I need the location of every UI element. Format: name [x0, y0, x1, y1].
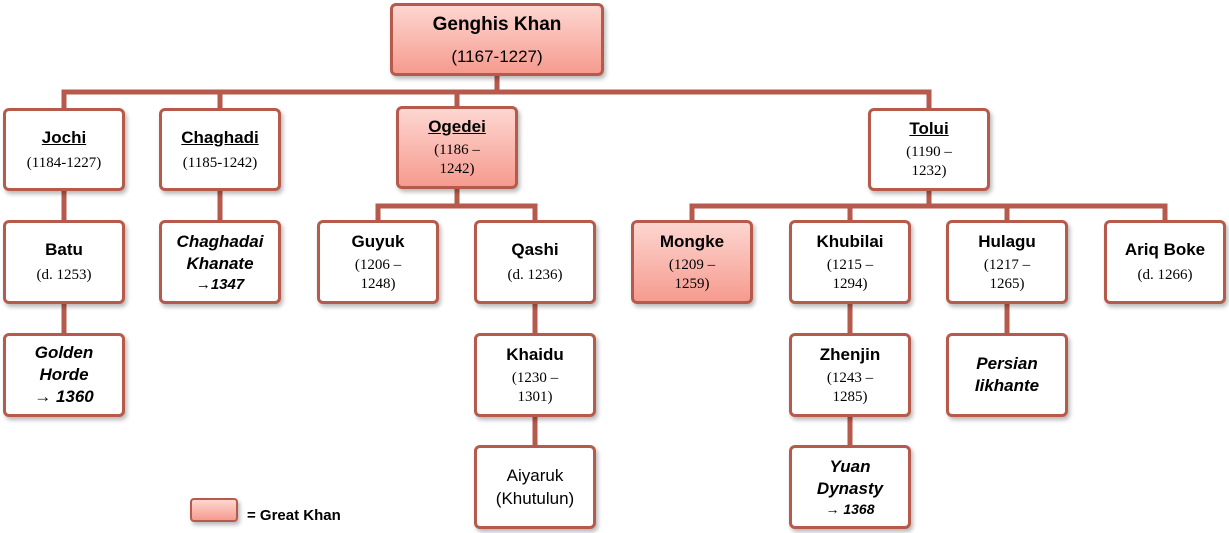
- node-batu: Batu (d. 1253): [3, 220, 125, 304]
- node-name: Jochi: [41, 127, 87, 147]
- node-dates: (1185-1242): [182, 154, 258, 171]
- node-khaidu: Khaidu (1230 – 1301): [474, 333, 596, 417]
- node-name: Hulagu: [978, 231, 1036, 251]
- node-dates: (1167-1227): [451, 47, 543, 66]
- node-dates: (d. 1266): [1137, 267, 1193, 283]
- node-name: Genghis Khan: [432, 14, 562, 35]
- node-dates: (1186 – 1242): [434, 142, 480, 177]
- node-name: Qashi: [511, 240, 559, 259]
- node-genghis-khan: Genghis Khan (1167-1227): [390, 3, 604, 76]
- node-mongke: Mongke (1209 – 1259): [631, 220, 753, 304]
- node-jochi: Jochi (1184-1227): [3, 108, 125, 191]
- node-alias: (Khutulun): [495, 489, 575, 508]
- node-name: Golden Horde: [34, 343, 94, 384]
- node-name: Batu: [45, 240, 83, 259]
- node-zhenjin: Zhenjin (1243 – 1285): [789, 333, 911, 417]
- node-ogedei: Ogedei (1186 – 1242): [396, 106, 518, 189]
- legend-great-khan-swatch: [190, 498, 238, 522]
- node-dates: (d. 1253): [36, 267, 92, 283]
- node-khubilai: Khubilai (1215 – 1294): [789, 220, 911, 304]
- node-end-year: → 1368: [825, 501, 875, 517]
- node-name: Khaidu: [506, 344, 564, 364]
- node-hulagu: Hulagu (1217 – 1265): [946, 220, 1068, 304]
- node-name: Zhenjin: [819, 344, 881, 364]
- node-name: Chaghadi: [181, 127, 259, 147]
- node-tolui: Tolui (1190 – 1232): [868, 108, 990, 191]
- node-name: Mongke: [659, 231, 725, 251]
- node-yuan-dynasty: Yuan Dynasty → 1368: [789, 445, 911, 529]
- node-name: Chaghadai Khanate: [176, 231, 264, 273]
- node-chaghadai-khanate: Chaghadai Khanate →1347: [159, 220, 281, 304]
- node-dates: (1206 – 1248): [354, 256, 402, 292]
- node-name: Tolui: [909, 119, 949, 138]
- node-name: Yuan Dynasty: [816, 457, 884, 498]
- node-dates: (1209 – 1259): [668, 256, 716, 292]
- node-name: Ogedei: [428, 117, 486, 136]
- node-dates: (1190 – 1232): [906, 144, 952, 179]
- node-name: Ariq Boke: [1124, 240, 1206, 259]
- node-dates: (1243 – 1285): [826, 369, 874, 405]
- node-qashi: Qashi (d. 1236): [474, 220, 596, 304]
- node-end-year: → 1360: [34, 387, 94, 406]
- node-name: Guyuk: [351, 231, 405, 251]
- node-dates: (1217 – 1265): [983, 256, 1031, 292]
- node-name: Aiyaruk: [506, 466, 564, 485]
- node-ariq-boke: Ariq Boke (d. 1266): [1104, 220, 1226, 304]
- node-dates: (1184-1227): [26, 154, 102, 171]
- node-dates: (1230 – 1301): [511, 369, 559, 405]
- node-end-year: →1347: [195, 275, 245, 293]
- node-guyuk: Guyuk (1206 – 1248): [317, 220, 439, 304]
- node-chaghadi: Chaghadi (1185-1242): [159, 108, 281, 191]
- node-name: Khubilai: [816, 231, 884, 251]
- legend-great-khan-label: = Great Khan: [247, 507, 341, 524]
- node-name: Persian Iikhante: [974, 354, 1040, 395]
- node-aiyaruk: Aiyaruk (Khutulun): [474, 445, 596, 529]
- node-dates: (d. 1236): [507, 267, 563, 283]
- node-persian-ilkhante: Persian Iikhante: [946, 333, 1068, 417]
- node-golden-horde: Golden Horde → 1360: [3, 333, 125, 417]
- node-dates: (1215 – 1294): [826, 256, 874, 292]
